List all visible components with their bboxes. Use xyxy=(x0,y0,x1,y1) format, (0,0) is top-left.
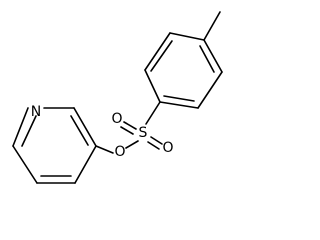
bond-s-o-right-2 xyxy=(147,141,160,150)
atom-oxygen-upper: O xyxy=(111,111,122,127)
bond-py-inner-1 xyxy=(70,115,89,146)
bond-py-1 xyxy=(73,107,97,147)
bond-py-4 xyxy=(12,145,38,184)
bond-methyl xyxy=(203,11,221,41)
atom-oxygen-right: O xyxy=(162,140,173,156)
bond-py-6 xyxy=(74,145,97,184)
bond-s-o-upper-2 xyxy=(120,126,134,135)
bond-s-o-right-1 xyxy=(150,136,163,145)
bond-ring-inner-1 xyxy=(150,40,173,72)
bond-ring-sulfur xyxy=(145,101,161,125)
bond-ring-top-1 xyxy=(169,32,205,41)
bond-s-o-ester xyxy=(125,140,139,149)
molecule-diagram: N S O O O xyxy=(12,11,223,184)
bond-ring-right-1 xyxy=(197,71,223,109)
bond-py-3 xyxy=(12,107,29,147)
bond-ring-right-2 xyxy=(203,39,223,73)
atom-nitrogen: N xyxy=(31,104,41,120)
atom-sulfur: S xyxy=(139,125,148,141)
atom-oxygen-ester: O xyxy=(114,144,125,160)
toluene-ring xyxy=(144,32,223,109)
bond-ring-left-1 xyxy=(144,69,161,103)
bond-ring-inner-3 xyxy=(199,45,215,73)
bond-ring-bottom xyxy=(159,101,199,109)
bond-ring-inner-2 xyxy=(163,95,195,102)
pyridine-ring xyxy=(12,107,97,184)
bond-py-inner-2 xyxy=(21,115,37,147)
bond-s-o-upper-1 xyxy=(123,121,137,130)
structure-svg: N S O O O xyxy=(12,11,223,184)
bond-ring-top-2 xyxy=(144,32,171,71)
bond-o-pyridine xyxy=(95,145,114,154)
